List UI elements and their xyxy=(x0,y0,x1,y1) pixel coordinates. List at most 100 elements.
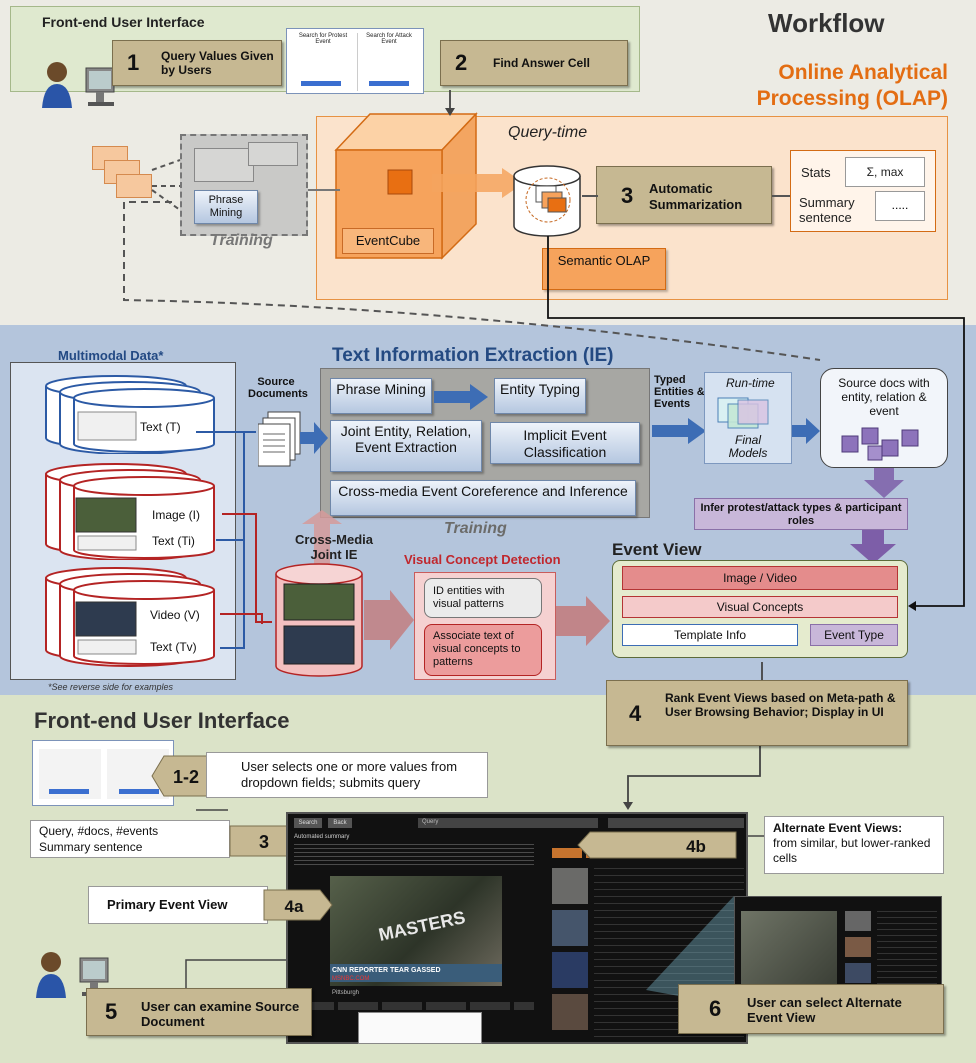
cross-media-double-arrow xyxy=(302,510,342,580)
image-data-stack xyxy=(45,463,215,560)
step-3-box: 3 Automatic Summarization xyxy=(596,166,772,224)
screen-tab-a[interactable] xyxy=(552,848,582,858)
summary-value: ..... xyxy=(875,191,925,221)
screen-summary-head: Automated summary xyxy=(294,834,350,840)
step-1-2-number: 1-2 xyxy=(173,767,199,787)
screen-search-button[interactable]: Search xyxy=(294,818,322,828)
reverse-side-note: *See reverse side for examples xyxy=(48,682,174,692)
text-tv-label: Text (Tv) xyxy=(150,640,197,654)
form-right-title: Search for Attack Event xyxy=(366,33,412,45)
frontend-label-top: Front-end User Interface xyxy=(42,14,205,30)
docs-to-ie-arrow xyxy=(300,422,328,454)
semantic-olap-box: Semantic OLAP xyxy=(542,248,666,290)
frontend-title-bottom: Front-end User Interface xyxy=(34,708,290,733)
video-data-stack xyxy=(45,567,215,667)
source-documents-label: Source Documents xyxy=(248,376,308,400)
olap-title: Online Analytical Processing (OLAP) xyxy=(756,61,948,110)
svg-text:4b: 4b xyxy=(686,837,706,856)
ie-title: Text Information Extraction (IE) xyxy=(332,345,614,366)
run-time-label: Run-time xyxy=(726,376,775,390)
visual-concept-title: Visual Concept Detection xyxy=(404,552,561,567)
screen-alt-thumb-1[interactable] xyxy=(552,868,588,904)
primary-event-view-label: Primary Event View xyxy=(88,886,268,924)
step-6-box: 6 User can select Alternate Event View xyxy=(678,984,944,1034)
summary-sentence-label: Summary sentence xyxy=(39,840,143,854)
event-view-title: Event View xyxy=(612,540,702,559)
step-2-box: 2 Find Answer Cell xyxy=(440,40,628,86)
step-2-label: Find Answer Cell xyxy=(493,56,590,70)
screen-source-document[interactable] xyxy=(358,1012,482,1044)
joint-entity-extraction: Joint Entity, Relation, Event Extraction xyxy=(330,420,482,472)
training-subbox-b xyxy=(248,142,298,166)
text-ti-label: Text (Ti) xyxy=(152,534,195,548)
screen-back-button[interactable]: Back xyxy=(328,818,352,828)
step-4-box: 4 Rank Event Views based on Meta-path & … xyxy=(606,680,908,746)
screen-template-row xyxy=(294,1002,534,1010)
entity-typing: Entity Typing xyxy=(494,378,586,414)
alt-view-main-image xyxy=(741,911,837,985)
multimodal-label: Multimodal Data* xyxy=(58,348,164,363)
db-to-visual-arrow xyxy=(364,590,414,650)
image-i-label: Image (I) xyxy=(152,508,201,522)
cross-media-ie-label: Cross-Media Joint IE xyxy=(294,532,374,562)
screen-summary-text xyxy=(294,844,534,868)
screen-news-ticker xyxy=(330,964,502,982)
workflow-title: Workflow xyxy=(768,8,885,38)
form-left-mini-submit xyxy=(49,789,89,794)
cross-media-db xyxy=(275,563,363,677)
cell-database-icon xyxy=(513,165,581,237)
alt-views-desc: from similar, but lower-ranked cells xyxy=(773,836,931,865)
id-entities-box: ID entities with visual patterns xyxy=(424,578,542,618)
query-docs-label: Query, #docs, #events xyxy=(39,824,159,838)
summary-label: Summary sentence xyxy=(799,195,855,225)
visual-to-eventview-arrow xyxy=(556,596,610,646)
phrase-to-typing-arrow xyxy=(434,384,488,410)
user-at-computer-icon xyxy=(42,62,115,108)
screen-news-source: MSNBC.COM xyxy=(332,976,370,982)
form-divider xyxy=(357,33,358,91)
doc-card-3 xyxy=(116,174,152,198)
form-left-title: Search for Protest Event xyxy=(298,33,348,45)
alt-views-title: Alternate Event Views: xyxy=(773,821,903,835)
screen-news-headline: CNN REPORTER TEAR GASSED xyxy=(332,967,441,974)
search-forms-thumbnail-bottom xyxy=(32,740,174,806)
step-5-box: 5 User can examine Source Document xyxy=(86,988,312,1036)
step-5-label: User can examine Source Document xyxy=(141,999,300,1029)
step-4-number: 4 xyxy=(629,701,642,726)
infer-types-box: Infer protest/attack types & participant… xyxy=(694,498,908,530)
stats-value: Σ, max xyxy=(845,157,925,187)
image-video-slot: Image / Video xyxy=(622,566,898,590)
training-label-ie: Training xyxy=(444,520,507,537)
training-label-top: Training xyxy=(210,232,273,249)
models-to-docs-arrow xyxy=(792,418,820,444)
svg-text:4a: 4a xyxy=(285,897,304,916)
visual-concepts-slot: Visual Concepts xyxy=(622,596,898,618)
form-left-submit xyxy=(301,81,341,86)
step-4b-tag: 4b xyxy=(577,831,737,859)
query-info-box: Query, #docs, #events Summary sentence xyxy=(30,820,230,858)
screen-alt-thumb-2[interactable] xyxy=(552,910,588,946)
associate-text-box: Associate text of visual concepts to pat… xyxy=(424,624,542,676)
step-6-label: User can select Alternate Event View xyxy=(747,995,902,1025)
step-2-number: 2 xyxy=(455,50,468,75)
entity-graph-icon xyxy=(841,427,919,461)
event-type-slot: Event Type xyxy=(810,624,898,646)
screen-ticker-location: Pittsburgh xyxy=(332,990,360,996)
phrase-mining-top: Phrase Mining xyxy=(194,190,258,224)
alt-view-projection xyxy=(646,896,734,1006)
final-models-icon xyxy=(717,397,769,429)
video-v-label: Video (V) xyxy=(150,608,200,622)
query-time-label: Query-time xyxy=(508,124,588,141)
screen-alt-thumb-4[interactable] xyxy=(552,994,588,1030)
screen-alt-thumb-3[interactable] xyxy=(552,952,588,988)
source-documents-icon xyxy=(258,411,301,467)
step-3-label: Automatic Summarization xyxy=(649,181,743,212)
step-1-box: 1 Query Values Given by Users xyxy=(112,40,282,86)
step-1-2-tag: 1-2 xyxy=(151,755,213,797)
template-info-slot: Template Info xyxy=(622,624,798,646)
step-6-number: 6 xyxy=(709,996,722,1021)
step-4-label: Rank Event Views based on Meta-path & Us… xyxy=(665,691,896,719)
alt-views-box: Alternate Event Views: from similar, but… xyxy=(764,816,944,874)
source-docs-entity-label: Source docs with entity, relation & even… xyxy=(838,376,930,418)
